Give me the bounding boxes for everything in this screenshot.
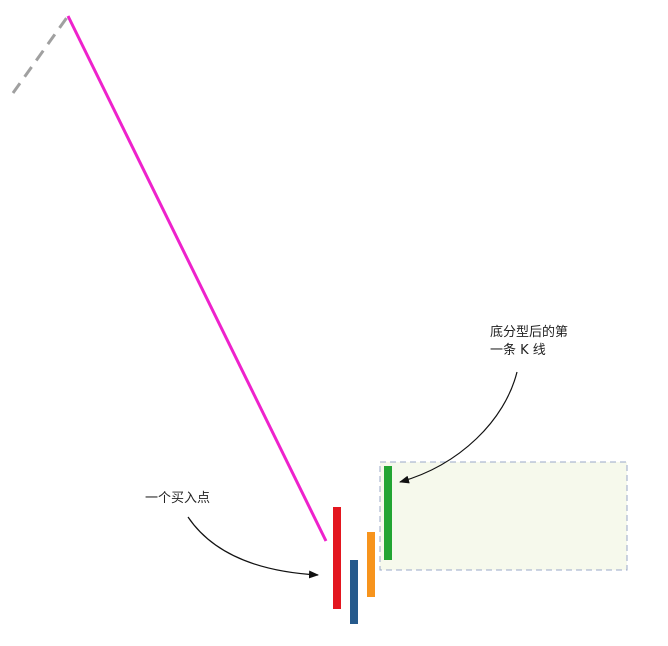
label-buy-point: 一个买入点 [145, 491, 211, 506]
bar-green [384, 466, 392, 560]
label-first-bar-line1: 底分型后的第 [490, 325, 569, 340]
arrow-first-bar [399, 371, 518, 484]
bar-blue [350, 560, 358, 624]
label-first-bar: 底分型后的第 一条 K 线 [490, 324, 568, 360]
bar-orange [367, 532, 375, 597]
down-trend-line [66, 15, 328, 542]
arrow-buy-point [187, 516, 319, 579]
bar-red [333, 507, 341, 609]
highlight-box [379, 461, 628, 571]
dashed-up-segment [11, 15, 70, 94]
label-first-bar-line2: 一条 K 线 [490, 343, 546, 358]
